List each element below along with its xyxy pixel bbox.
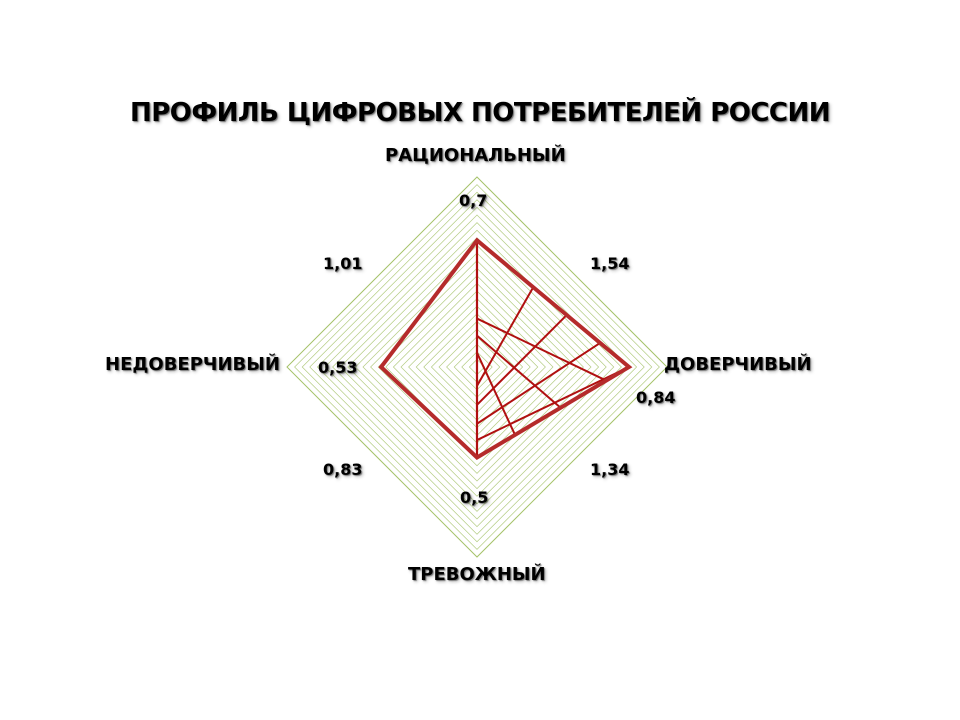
hatch-line xyxy=(476,334,562,409)
grid-ring xyxy=(339,229,615,505)
value-label-top: 0,7 xyxy=(459,191,488,210)
grid-ring xyxy=(309,199,645,535)
grid-ring xyxy=(354,244,600,490)
axis-label-distrustful: НЕДОВЕРЧИВЫЙ xyxy=(105,354,280,375)
grid-ring xyxy=(316,206,638,528)
grid-ring xyxy=(324,214,630,520)
hatch-line xyxy=(476,352,516,436)
chart-title: ПРОФИЛЬ ЦИФРОВЫХ ПОТРЕБИТЕЛЕЙ РОССИИ xyxy=(129,98,831,128)
grid-ring xyxy=(377,267,577,467)
grid-ring xyxy=(301,191,653,543)
series-layer xyxy=(378,237,633,460)
value-label-bottom-left: 0,83 xyxy=(323,460,363,479)
grid-ring xyxy=(286,176,668,558)
hatch-line xyxy=(476,314,568,406)
hatch-line xyxy=(476,286,535,387)
axis-label-anxious: ТРЕВОЖНЫЙ xyxy=(408,564,546,585)
value-label-left: 0,53 xyxy=(318,358,358,377)
value-label-top-right: 1,54 xyxy=(590,254,630,273)
value-label-bottom-right: 1,34 xyxy=(590,460,630,479)
series-polygon xyxy=(378,237,633,460)
value-label-right: 0,84 xyxy=(636,388,676,407)
axis-label-trusting: ДОВЕРЧИВЫЙ xyxy=(664,354,812,375)
hatch-line xyxy=(476,342,601,425)
value-label-bottom: 0,5 xyxy=(460,488,489,507)
hatch-line xyxy=(476,317,607,382)
axis-label-rational: РАЦИОНАЛЬНЫЙ xyxy=(385,145,566,166)
grid-ring xyxy=(294,184,660,550)
value-label-top-left: 1,01 xyxy=(323,254,363,273)
hatch-lines xyxy=(475,240,630,458)
grid-ring xyxy=(347,237,607,497)
